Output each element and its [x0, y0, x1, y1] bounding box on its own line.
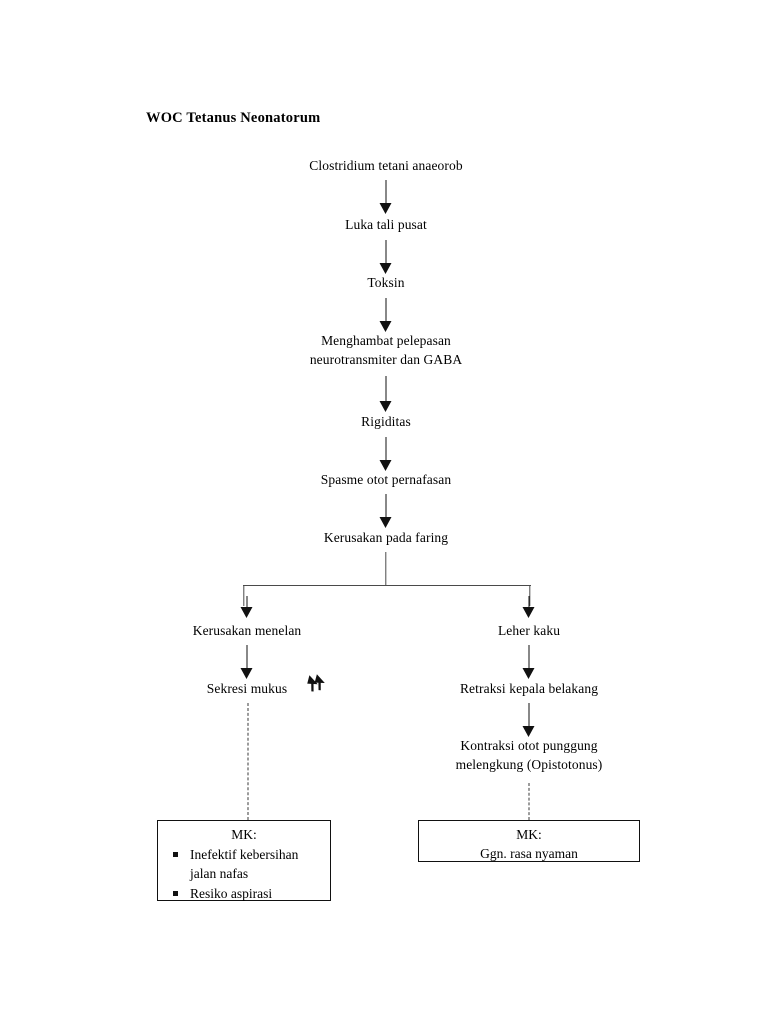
mk-box-left-item-text: Resiko aspirasi	[190, 886, 273, 901]
double-up-arrow-icon	[300, 673, 326, 695]
mk-box-right: MK: Ggn. rasa nyaman	[418, 820, 640, 862]
square-bullet-icon	[173, 852, 178, 857]
flow-node-spasme-otot-pernafasan: Spasme otot pernafasan	[320, 472, 452, 487]
arrow-retraksi-to-kontraksi-otot-punggung	[522, 703, 536, 737]
mk-box-right-subtitle: Ggn. rasa nyaman	[480, 846, 578, 861]
arrow-luka-tali-pusat-to-toksin	[379, 240, 393, 274]
list-item: Resiko aspirasi	[173, 884, 324, 903]
arrow-split-to-kerusakan-menelan	[240, 596, 254, 618]
flow-node-luka-tali-pusat: Luka tali pusat	[345, 217, 427, 232]
flow-node-menghambat-pelepasan-neurotransmiter-gaba: Menghambat pelepasan neurotransmiter dan…	[309, 333, 463, 367]
flow-node-kerusakan-menelan: Kerusakan menelan	[192, 623, 302, 638]
mk-box-left-heading: MK:	[231, 827, 257, 842]
arrow-clostridium-to-luka-tali-pusat	[379, 180, 393, 214]
flow-node-kerusakan-pada-faring: Kerusakan pada faring	[323, 530, 449, 545]
arrow-split-to-leher-kaku	[522, 596, 536, 618]
connector-split-left-drop	[243, 585, 245, 606]
page-title: WOC Tetanus Neonatorum	[146, 110, 321, 126]
arrow-kerusakan-menelan-to-sekresi-mukus	[240, 645, 254, 679]
flow-node-rigiditas: Rigiditas	[361, 414, 411, 429]
flow-node-leher-kaku: Leher kaku	[497, 623, 561, 638]
flow-node-retraksi-kepala-belakang: Retraksi kepala belakang	[459, 681, 599, 696]
connector-dashed-kontraksi-to-mk-box	[528, 783, 530, 820]
flow-node-sekresi-mukus: Sekresi mukus	[206, 681, 288, 696]
arrow-leher-kaku-to-retraksi-kepala	[522, 645, 536, 679]
connector-split-horizontal	[243, 585, 531, 587]
flow-node-toksin: Toksin	[367, 275, 405, 290]
mk-box-left: MK: Inefektif kebersihan jalan nafas Res…	[157, 820, 331, 901]
mk-box-left-item-text: Inefektif kebersihan jalan nafas	[190, 847, 299, 881]
list-item: Inefektif kebersihan jalan nafas	[173, 845, 324, 883]
flow-node-kontraksi-otot-punggung-opistotonus: Kontraksi otot punggung melengkung (Opis…	[455, 738, 603, 772]
arrow-rigiditas-to-spasme-otot-pernafasan	[379, 437, 393, 471]
connector-dashed-sekresi-mukus-to-mk-box	[247, 703, 249, 820]
flow-node-clostridium-tetani-anaeorob: Clostridium tetani anaeorob	[309, 158, 463, 173]
arrow-menghambat-to-rigiditas	[379, 376, 393, 412]
connector-faring-to-split	[385, 552, 387, 586]
square-bullet-icon	[173, 891, 178, 896]
arrow-spasme-to-kerusakan-pada-faring	[379, 494, 393, 528]
mk-box-right-heading: MK:	[516, 827, 542, 842]
arrow-toksin-to-menghambat-pelepasan	[379, 298, 393, 332]
connector-split-right-drop	[529, 585, 531, 606]
mk-box-left-list: Inefektif kebersihan jalan nafas Resiko …	[158, 845, 330, 903]
